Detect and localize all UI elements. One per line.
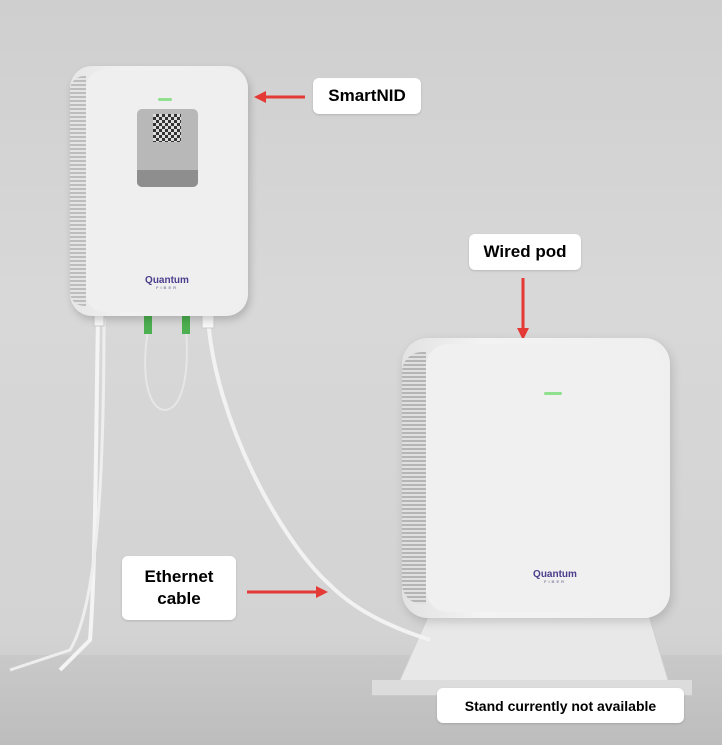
fiber-loop (144, 329, 188, 412)
smartnid-label: SmartNID (313, 78, 421, 114)
arrow-to-ethernet-cable (247, 586, 328, 598)
ethernet-cable-label: Ethernet cable (122, 556, 236, 620)
wired-pod-label: Wired pod (469, 234, 581, 270)
vent (70, 76, 86, 306)
qr-sticker (137, 109, 198, 187)
power-cable (58, 317, 100, 672)
arrow-to-wired-pod (517, 278, 529, 340)
stand-note-label: Stand currently not available (437, 688, 684, 723)
arrow-to-smartnid (254, 91, 305, 103)
status-led (544, 392, 562, 395)
cable-left-2 (9, 317, 106, 672)
vent (402, 352, 426, 604)
status-led (158, 98, 172, 101)
ethernet-cable-line (206, 317, 431, 642)
qr-code (153, 114, 181, 142)
